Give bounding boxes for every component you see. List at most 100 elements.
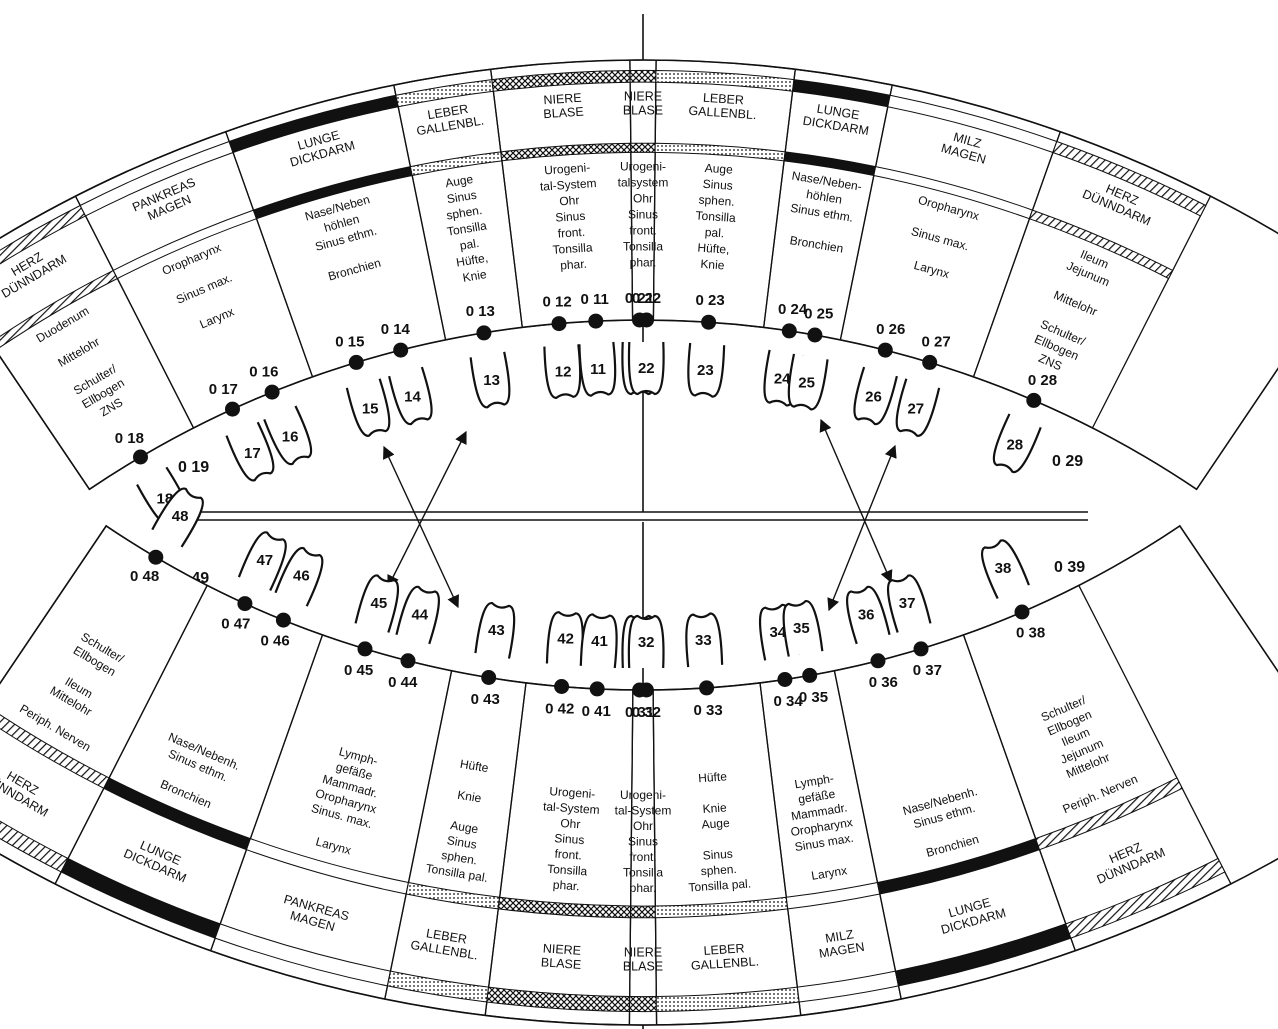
measure-point [777, 672, 792, 687]
point-label: 0 36 [869, 674, 898, 691]
measure-point [481, 670, 496, 685]
point-label: 0 11 [581, 291, 609, 308]
measure-point [871, 653, 886, 668]
body-label: Ohr [560, 816, 581, 831]
tooth-number: 46 [293, 568, 310, 585]
body-label: Sinus [555, 209, 586, 225]
tooth-number: 35 [793, 620, 810, 637]
point-label: 0 28 [1028, 372, 1057, 389]
organ-band-outer [630, 70, 656, 82]
body-label: Tonsilla [695, 208, 736, 225]
body-label: Knie [700, 257, 725, 273]
relation-arrow [829, 446, 895, 610]
tooth-number: 16 [282, 429, 299, 446]
relation-arrow [388, 432, 466, 587]
point-label: 0 44 [388, 674, 418, 691]
body-label: front. [629, 223, 656, 237]
measure-point [639, 313, 654, 328]
body-label: phar. [630, 881, 657, 895]
measure-point [922, 355, 937, 370]
relation-arrow [821, 420, 891, 582]
measure-point [701, 315, 716, 330]
organ-label: BLASE [623, 959, 663, 973]
corner-label-top-left: 0 19 [178, 459, 209, 476]
tooth-number: 41 [591, 633, 608, 650]
measure-point [1015, 605, 1030, 620]
tooth-number: 13 [483, 372, 500, 389]
tooth-number: 33 [695, 632, 712, 649]
measure-point [237, 596, 252, 611]
measure-point [133, 450, 148, 465]
tooth-number: 17 [244, 445, 261, 462]
tooth-number: 32 [638, 634, 655, 651]
measure-point [393, 343, 408, 358]
measure-point [1026, 393, 1041, 408]
point-label: 0 42 [545, 701, 574, 718]
body-label: Tonsilla [547, 862, 588, 879]
measure-point [225, 402, 240, 417]
body-label: Ohr [633, 819, 653, 833]
measure-point [148, 550, 163, 565]
body-label: Sinus [702, 847, 733, 863]
corner-label-bottom-right: 0 39 [1054, 559, 1085, 576]
point-label: 0 37 [913, 662, 942, 679]
tooth-number: 23 [697, 362, 714, 379]
point-label: 0 32 [632, 704, 661, 721]
tooth-number: 27 [907, 400, 924, 417]
point-label: 0 16 [249, 364, 278, 381]
point-label: 0 33 [693, 702, 722, 719]
body-label: Ohr [559, 193, 580, 208]
body-label: Hüfte [698, 769, 728, 785]
body-label: tal-System [615, 804, 672, 818]
measure-point [401, 653, 416, 668]
measure-point [914, 641, 929, 656]
measure-point [552, 316, 567, 331]
body-label: Knie [702, 800, 727, 816]
body-label: talsystem [618, 175, 669, 189]
body-label: Hüfte, [697, 241, 730, 257]
measure-point [639, 683, 654, 698]
body-label: Ohr [633, 191, 653, 205]
tooth-number: 11 [590, 361, 606, 378]
corner-label-top-right: 0 29 [1052, 453, 1083, 470]
body-label: phar. [552, 878, 580, 894]
tooth-number: 48 [172, 508, 189, 525]
lower-jaw: HERZDÜNNDARMSchulter/EllbogenIleumMittel… [0, 485, 1278, 1025]
tooth-number: 14 [404, 389, 421, 406]
body-label: phar. [630, 255, 657, 269]
point-label: 0 25 [804, 305, 833, 322]
measure-point [476, 325, 491, 340]
body-label: Tonsilla [552, 240, 593, 257]
measure-point [349, 355, 364, 370]
body-label: phar. [560, 257, 588, 273]
organ-label: BLASE [540, 955, 581, 972]
organ-label: BLASE [543, 105, 584, 122]
body-label: Sinus [554, 831, 585, 847]
measure-point [878, 343, 893, 358]
body-label: Sinus [702, 177, 733, 193]
measure-point [554, 679, 569, 694]
tooth-number: 28 [1006, 437, 1023, 454]
point-label: 0 45 [344, 662, 373, 679]
tooth-number: 36 [858, 606, 875, 623]
body-label: Sinus [628, 207, 658, 221]
point-label: 0 22 [632, 290, 661, 307]
point-label: 0 35 [799, 689, 828, 706]
tooth-number: 37 [899, 595, 916, 612]
body-label: Auge [704, 161, 733, 177]
body-label: Urogeni- [620, 159, 666, 173]
measure-point [782, 323, 797, 338]
tooth-number: 45 [371, 595, 388, 612]
tooth-number: 26 [865, 389, 882, 406]
point-label: 0 12 [542, 294, 571, 311]
measure-point [590, 681, 605, 696]
body-label: sphen. [698, 193, 735, 209]
body-label: Auge [701, 816, 730, 832]
point-label: 0 43 [471, 691, 500, 708]
tooth-number: 38 [995, 560, 1012, 577]
point-label: 0 48 [130, 568, 159, 585]
tooth-number: 15 [362, 400, 379, 417]
measure-point [358, 641, 373, 656]
measure-point [807, 328, 822, 343]
body-label: Tonsilla [623, 239, 663, 253]
